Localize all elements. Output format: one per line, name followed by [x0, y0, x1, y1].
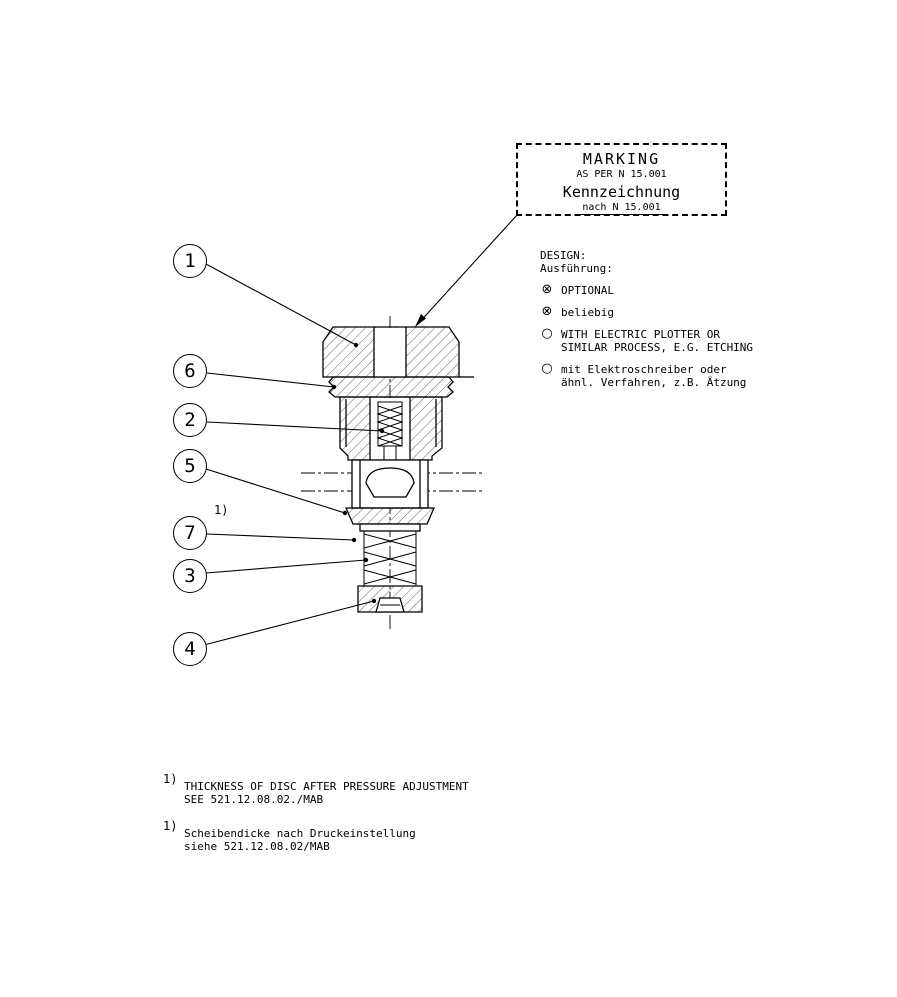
circled-times-icon: ⊗	[541, 282, 553, 297]
footnote-line: Scheibendicke nach Druckeinstellung	[184, 827, 416, 840]
footnote-de: 1) Scheibendicke nach Druckeinstellung s…	[163, 820, 416, 853]
balloon-item-5: 5	[173, 449, 207, 483]
marking-note-box: MARKING AS PER N 15.001 Kennzeichnung na…	[516, 143, 727, 216]
design-option-etching-en: ○ WITH ELECTRIC PLOTTER OR SIMILAR PROCE…	[540, 326, 790, 354]
balloon-item-7: 7	[173, 516, 207, 550]
balloon-item-3: 3	[173, 559, 207, 593]
balloon-item-1: 1	[173, 244, 207, 278]
design-option-label: OPTIONAL	[561, 284, 614, 297]
footnote-en: 1) THICKNESS OF DISC AFTER PRESSURE ADJU…	[163, 773, 469, 806]
design-notes: DESIGN: Ausführung: ⊗ OPTIONAL ⊗ beliebi…	[540, 249, 790, 389]
design-title-de: Ausführung:	[540, 262, 613, 275]
poppet	[365, 467, 415, 498]
footnote-line: THICKNESS OF DISC AFTER PRESSURE ADJUSTM…	[184, 780, 469, 793]
footnote-reference-marker: 1)	[214, 503, 229, 517]
design-option-beliebig: ⊗ beliebig	[540, 304, 790, 319]
valve-head	[322, 326, 474, 378]
balloon-item-2: 2	[173, 403, 207, 437]
compression-spring	[363, 531, 417, 586]
marking-subtitle-de: nach N 15.001	[580, 202, 663, 215]
collar	[345, 507, 435, 525]
design-option-etching-de: ○ mit Elektroschreiber oder ähnl. Verfah…	[540, 361, 790, 389]
circle-icon: ○	[541, 326, 553, 341]
design-option-optional: ⊗ OPTIONAL	[540, 282, 790, 297]
valve-body	[322, 326, 474, 613]
marking-subtitle-en: AS PER N 15.001	[576, 169, 667, 180]
design-option-label: mit Elektroschreiber oder ähnl. Verfahre…	[561, 363, 747, 389]
marking-leader-arrow	[415, 214, 518, 327]
balloon-item-6: 6	[173, 354, 207, 388]
footnote-marker: 1)	[163, 819, 178, 833]
marking-title-de: Kennzeichnung	[562, 183, 681, 201]
circled-times-icon: ⊗	[541, 304, 553, 319]
spring-retainer	[357, 585, 423, 613]
inner-cartridge	[376, 401, 404, 466]
design-title-en: DESIGN:	[540, 249, 587, 262]
seal-flange	[328, 376, 454, 398]
design-option-label: beliebig	[561, 306, 614, 319]
design-option-label: WITH ELECTRIC PLOTTER OR SIMILAR PROCESS…	[561, 328, 754, 354]
balloon-item-4: 4	[173, 632, 207, 666]
circle-icon: ○	[541, 361, 553, 376]
leader-lines	[203, 263, 385, 646]
footnote-line: SEE 521.12.08.02./MAB	[184, 792, 324, 806]
marking-title-en: MARKING	[582, 150, 661, 168]
footnote-marker: 1)	[163, 772, 178, 786]
marking-subtitle-de-wrap: nach N 15.001	[518, 202, 725, 215]
adjustment-disc	[359, 523, 421, 532]
footnote-line: siehe 521.12.08.02/MAB	[184, 839, 330, 853]
